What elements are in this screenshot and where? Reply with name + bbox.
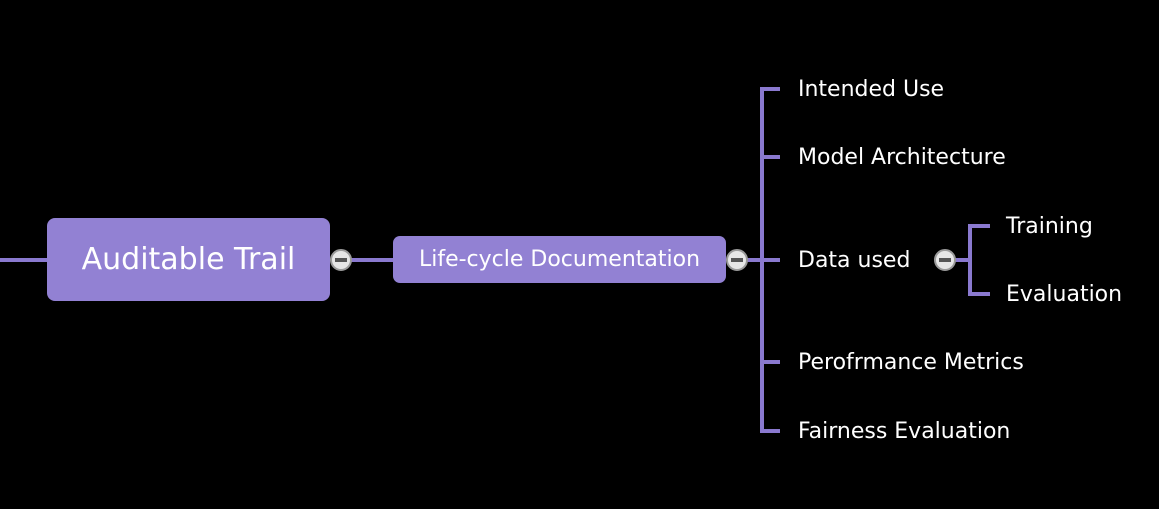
topic-fairness-evaluation[interactable]: Fairness Evaluation (798, 419, 1011, 444)
root-node[interactable]: Auditable Trail (47, 218, 330, 301)
subtopic-evaluation[interactable]: Evaluation (1006, 282, 1123, 307)
branch-node-life-cycle-documentation[interactable]: Life-cycle Documentation (393, 236, 726, 283)
topic-performance-metrics[interactable]: Perofrmance Metrics (798, 350, 1024, 375)
topic-model-architecture[interactable]: Model Architecture (798, 145, 1006, 170)
branch-node-label: Life-cycle Documentation (418, 247, 701, 272)
minus-circle-icon[interactable] (726, 249, 748, 271)
subtopic-training[interactable]: Training (1006, 214, 1093, 239)
minus-circle-icon[interactable] (934, 249, 956, 271)
topic-intended-use[interactable]: Intended Use (798, 77, 945, 102)
minus-circle-icon[interactable] (330, 249, 352, 271)
topic-data-used[interactable]: Data used (798, 248, 911, 273)
root-node-label: Auditable Trail (81, 242, 296, 277)
